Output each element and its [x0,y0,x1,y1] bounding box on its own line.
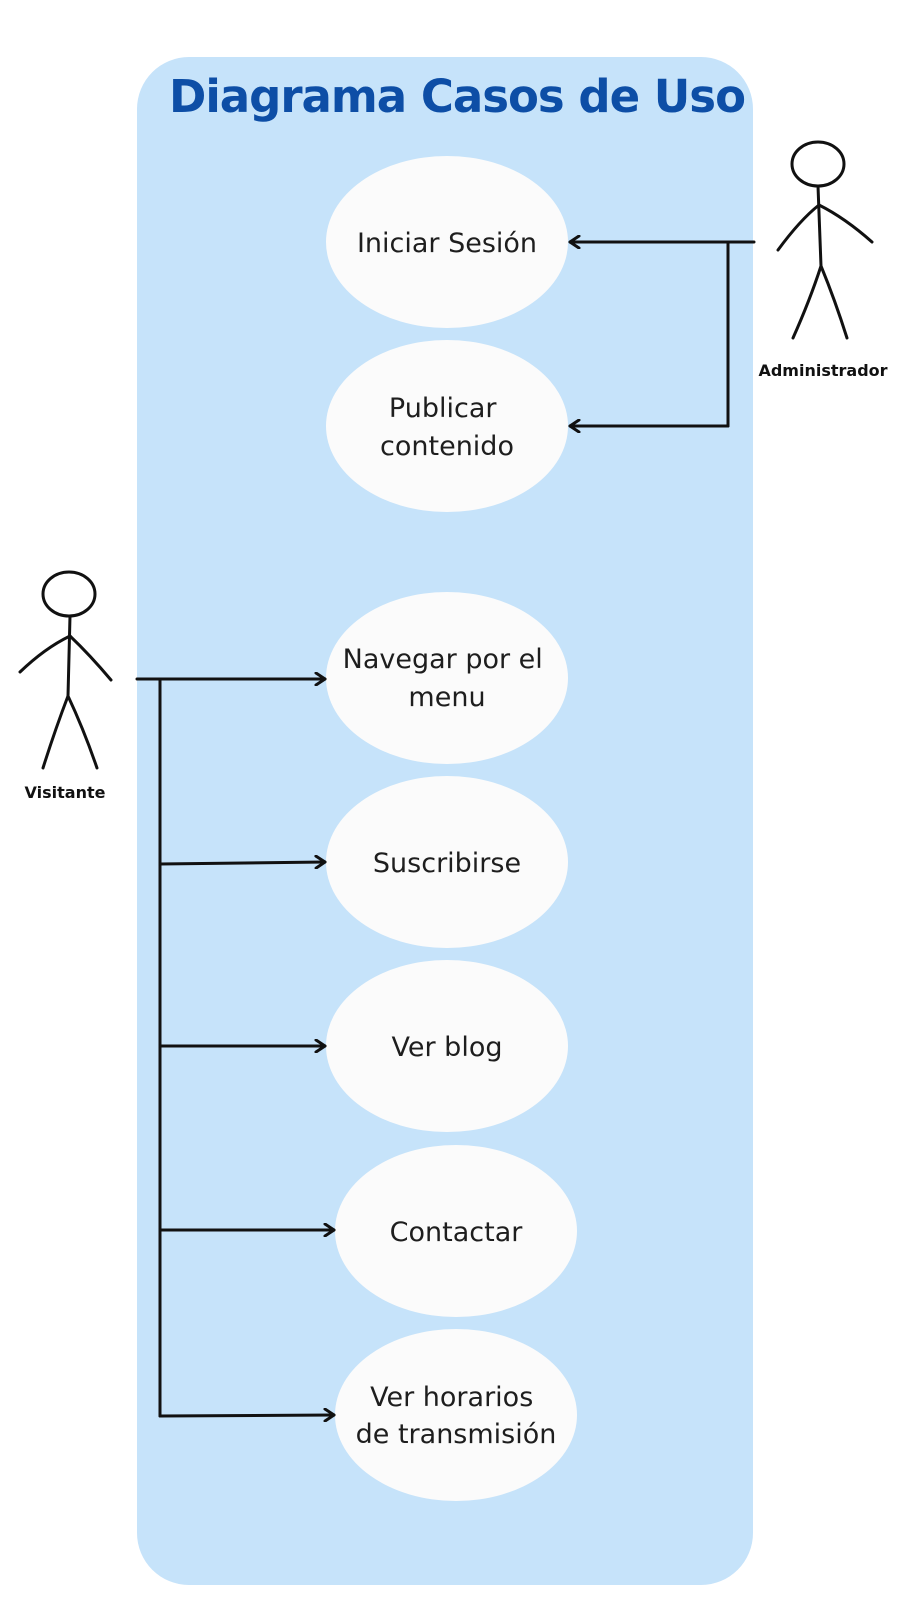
administrador-associations [568,242,756,426]
arrow-suscribirse [158,862,327,864]
use-case-label: de transmisión [356,1419,557,1450]
stick-figure-icon [18,570,113,770]
use-case-ver-horarios[interactable]: Ver horarios de transmisión [335,1329,577,1501]
use-case-ver-blog[interactable]: Ver blog [326,960,568,1132]
actor-administrador[interactable]: Administrador [758,140,888,380]
use-case-suscribirse[interactable]: Suscribirse [326,776,568,948]
use-case-label: Suscribirse [373,848,521,879]
actor-label: Visitante [25,783,106,802]
svg-text:Publicar contenido: Publicar contenido [380,393,514,462]
use-case-label: Contactar [390,1217,524,1248]
svg-text:Contactar: Contactar [390,1217,524,1248]
svg-text:Navegar por el menu: Navegar por el menu [343,644,552,713]
svg-text:Ver horarios de transmis: Ver horarios de transmisión [356,1382,557,1450]
use-case-label: Ver horarios [370,1382,533,1413]
use-case-contactar[interactable]: Contactar [335,1145,577,1317]
svg-text:Suscribirse: Suscribirse [373,848,521,879]
diagram-title: Diagrama Casos de Uso [169,70,745,123]
actor-visitante[interactable]: Visitante [18,570,113,802]
use-case-publicar-contenido[interactable]: Publicar contenido [326,340,568,512]
svg-text:Ver blog: Ver blog [392,1032,503,1063]
visitante-associations [135,679,336,1416]
svg-text:Iniciar Sesión: Iniciar Sesión [357,228,537,259]
use-case-label: Publicar [389,393,497,424]
use-case-label: Navegar por el [343,644,543,675]
use-case-navegar-menu[interactable]: Navegar por el menu [326,592,568,764]
arrow-ver-horarios [158,1415,336,1416]
actor-label: Administrador [758,361,887,380]
use-case-label: Ver blog [392,1032,503,1063]
stick-figure-icon [776,140,874,340]
use-case-iniciar-sesion[interactable]: Iniciar Sesión [326,156,568,328]
use-case-label: Iniciar Sesión [357,228,537,259]
use-case-label: contenido [380,431,514,462]
use-case-label: menu [408,682,485,713]
